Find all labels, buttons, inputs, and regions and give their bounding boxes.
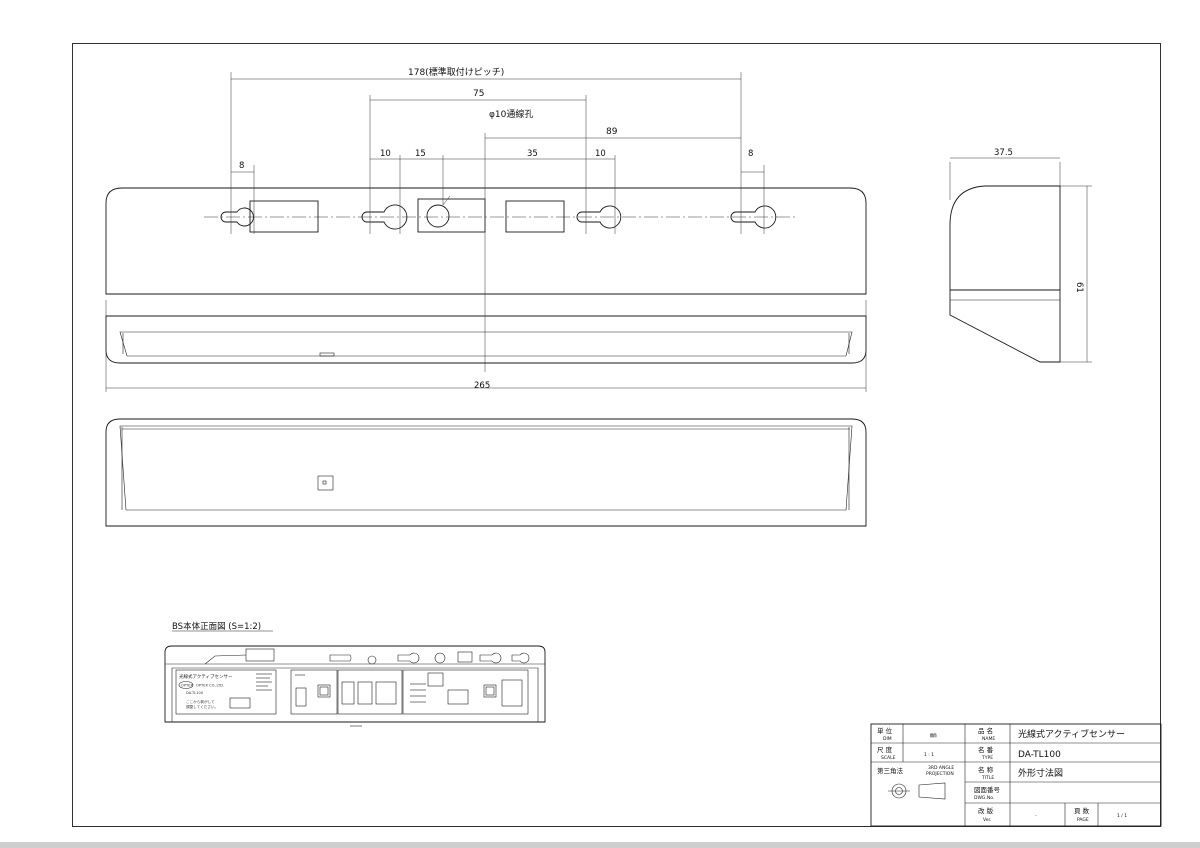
keyhole-slot-3: [576, 205, 622, 229]
recess-left: [249, 200, 319, 233]
unit-sub: DIM: [883, 736, 892, 742]
item-sub: NAME: [982, 736, 995, 742]
dim-8-left: 8: [239, 161, 244, 171]
recess-right: [505, 200, 565, 233]
keyhole-slot-left: [220, 207, 254, 227]
front-note-2: 調整してください。: [186, 704, 218, 709]
dim-75: 75: [473, 89, 484, 99]
drawing-no-sub: DWG.No.: [974, 795, 994, 801]
item-value: 光線式アクティブセンサー: [1018, 728, 1125, 740]
front-note-1: ここから剥がして: [186, 699, 215, 704]
page-label: 頁 数: [1074, 806, 1090, 815]
type-sub: TYPE: [981, 755, 993, 761]
front-model: DA-TL100: [186, 691, 204, 695]
wire-hole: [426, 204, 450, 228]
dim-178-pitch: 178(標準取付けピッチ): [408, 66, 504, 78]
front-product-label: 光線式アクティブセンサー: [179, 673, 233, 680]
side-view: [949, 157, 1092, 363]
front-brand: OPTEX: [181, 684, 193, 688]
dim-89: 89: [606, 127, 618, 137]
sheet-border: [72, 43, 1161, 827]
title-block: [870, 723, 1162, 827]
housing-outline: [105, 187, 867, 295]
rev-value: -: [1035, 814, 1037, 819]
dim-10-b: 10: [595, 149, 606, 159]
top-view: [105, 72, 867, 392]
title-value: 外形寸法図: [1018, 767, 1063, 779]
type-label: 名 番: [978, 745, 994, 754]
dim-35: 35: [527, 149, 538, 159]
bottom-scroll-strip: [0, 842, 1200, 848]
keyhole-slot-2: [361, 204, 408, 230]
hole-label: φ10通線孔: [489, 108, 533, 120]
scale-value: 1 : 1: [924, 752, 934, 758]
unit-label: 単 位: [877, 726, 893, 735]
projection-label: 第三角法: [877, 766, 904, 775]
dim-8-right: 8: [748, 149, 753, 159]
drawing-no-label: 図面番号: [974, 786, 1001, 794]
page-sub: PAGE: [1077, 817, 1089, 823]
dim-265: 265: [474, 381, 490, 391]
item-label: 品 名: [978, 726, 993, 735]
dim-61: 61: [1074, 282, 1084, 293]
projection-sub-2: PROJECTION: [926, 771, 954, 777]
projection-sub-1: 3RD ANGLE: [928, 765, 954, 771]
dim-15: 15: [415, 149, 426, 159]
unit-value: ㎜: [930, 731, 937, 739]
rev-sub: Ver.: [983, 817, 991, 823]
title-label: 名 称: [978, 765, 994, 774]
scale-sub: SCALE: [881, 755, 896, 761]
dim-37-5: 37.5: [994, 148, 1013, 158]
wire-hole-boss: [417, 198, 486, 233]
front-view-title: BS本体正面図 (S=1:2): [172, 621, 261, 632]
bottom-view: [105, 418, 867, 527]
front-company: OPTEX CO.,LTD.: [196, 684, 224, 688]
page-value: 1 / 1: [1117, 813, 1127, 819]
scale-label: 尺 度: [877, 745, 893, 754]
dim-10-a: 10: [380, 149, 391, 159]
type-value: DA-TL100: [1018, 750, 1061, 760]
title-sub: TITLE: [981, 775, 994, 781]
front-view: 光線式アクティブセンサー OPTEX OPTEX CO.,LTD. DA-TL1…: [164, 645, 546, 727]
rev-label: 改 版: [978, 806, 994, 815]
